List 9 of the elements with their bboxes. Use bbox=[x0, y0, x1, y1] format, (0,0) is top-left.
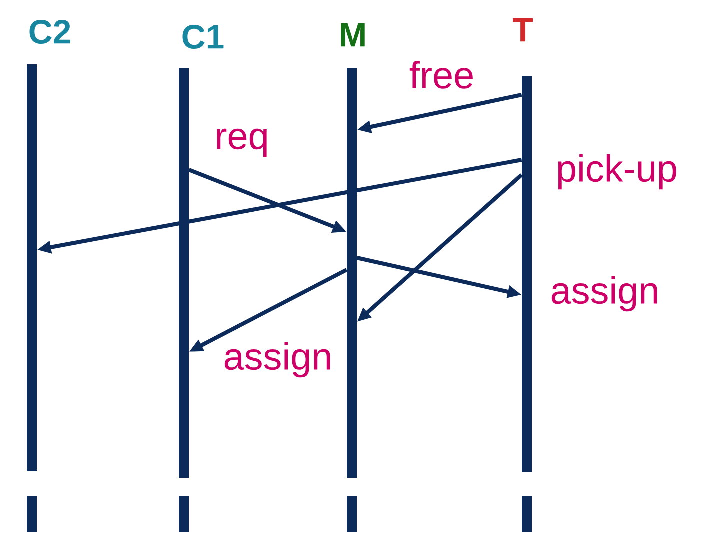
edge-label: req bbox=[214, 128, 270, 158]
participant-label: M bbox=[341, 23, 365, 47]
edge-label: assign bbox=[222, 341, 334, 379]
participant-label: C1 bbox=[182, 25, 224, 49]
participant-label: C2 bbox=[30, 20, 70, 44]
edge-label: assign bbox=[549, 275, 661, 313]
edge-label: free bbox=[408, 60, 476, 90]
edge-label: pick-up bbox=[554, 153, 680, 191]
participant-label: T bbox=[513, 18, 533, 42]
